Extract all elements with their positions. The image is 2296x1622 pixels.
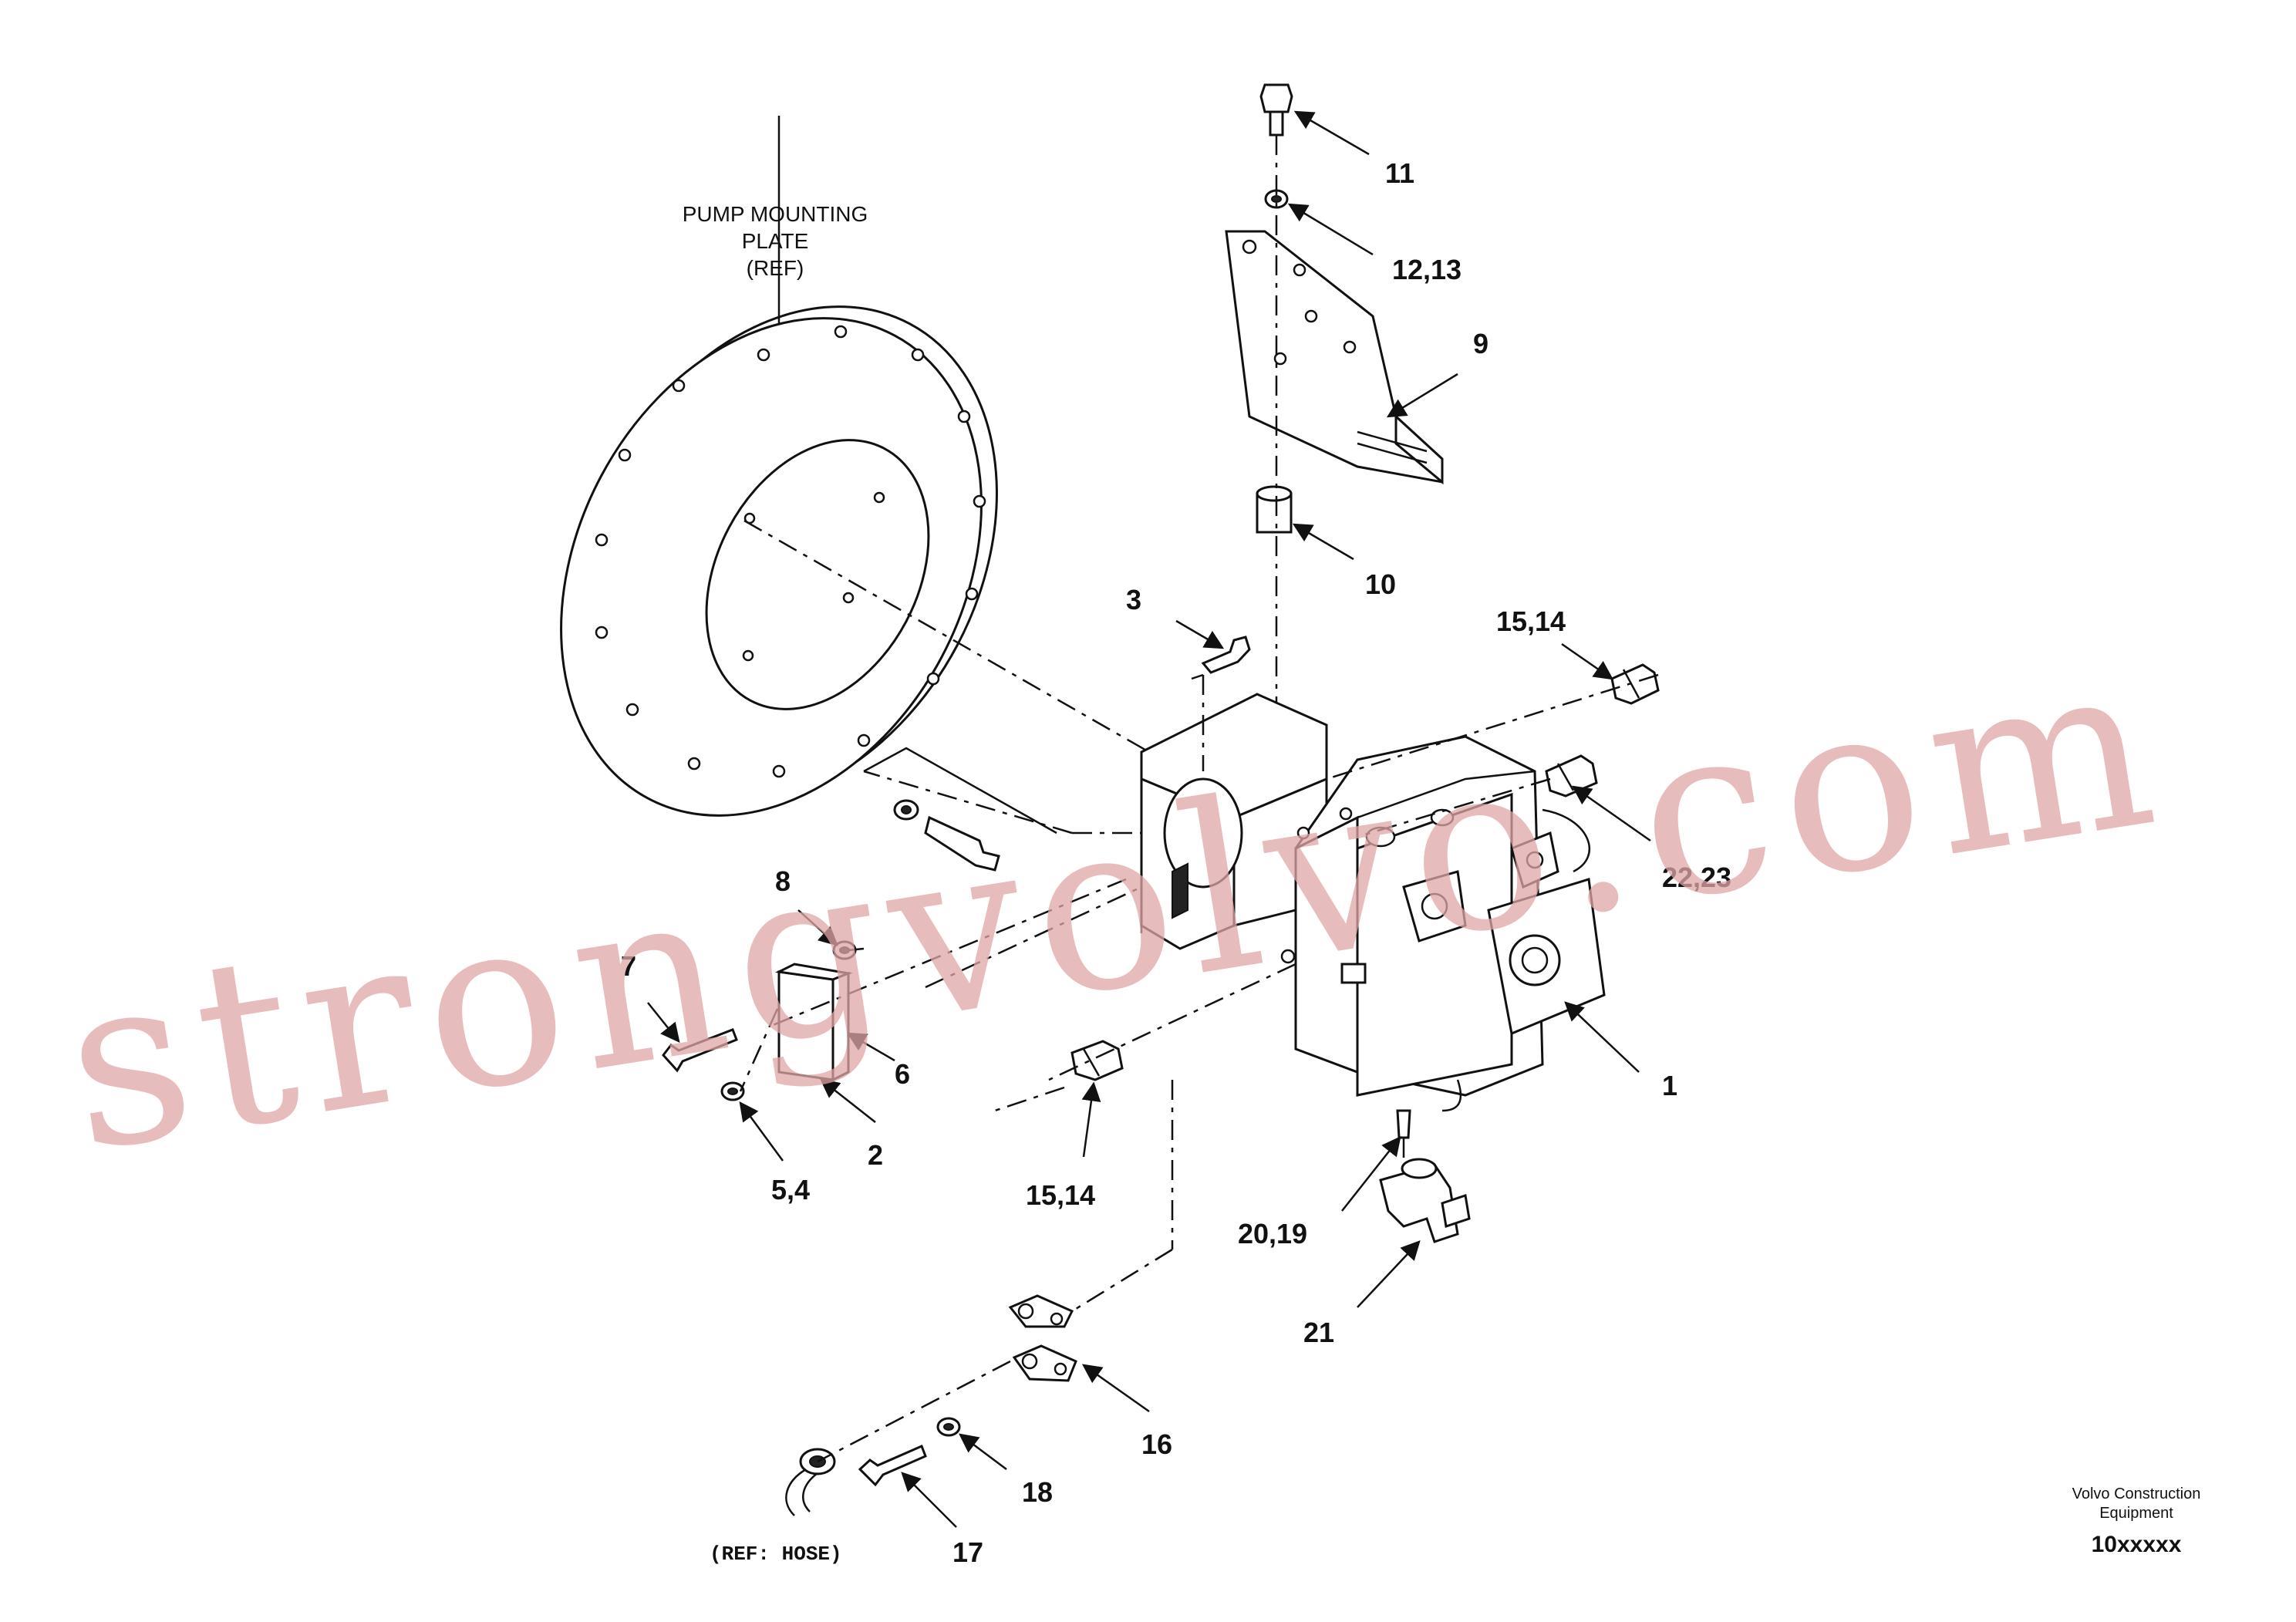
callout-10: 10 <box>1365 568 1396 600</box>
tee-fitting-21 <box>1379 1158 1471 1243</box>
callout-18: 18 <box>1022 1476 1053 1508</box>
drawing-code: 10xxxxx <box>2092 1532 2182 1557</box>
callout-9: 9 <box>1473 328 1489 359</box>
assembly-centerlines <box>739 519 1659 1463</box>
bolt-3 <box>1201 636 1251 674</box>
callout-1: 1 <box>1662 1070 1677 1101</box>
bolt-17 <box>858 1444 927 1487</box>
callout-3: 3 <box>1126 584 1141 615</box>
hose-ref-label: (REF: HOSE) <box>710 1543 842 1566</box>
bolt-11 <box>1259 83 1293 137</box>
leader-lines <box>647 110 1651 1528</box>
hydraulic-pump <box>1140 693 1606 1112</box>
callout-7: 7 <box>621 950 636 982</box>
callout-22-23: 22,23 <box>1662 862 1731 893</box>
watermark: strongvolvo.com <box>49 607 2181 1204</box>
callout-11: 11 <box>1385 157 1414 189</box>
company-name-line2: Equipment <box>2099 1505 2173 1522</box>
fitting-20-19 <box>1396 1109 1411 1139</box>
callout-15-14-upper: 15,14 <box>1496 605 1566 637</box>
plate-label-line2: PLATE <box>742 229 809 253</box>
mounting-bracket <box>1225 230 1444 485</box>
callout-17: 17 <box>952 1536 983 1568</box>
pump-mounting-plate-label: PUMP MOUNTING PLATE (REF) <box>683 202 868 280</box>
callout-21: 21 <box>1303 1317 1334 1348</box>
plate-bolt <box>893 799 1000 872</box>
callout-15-14-lower: 15,14 <box>1026 1179 1095 1211</box>
callout-16: 16 <box>1141 1428 1172 1460</box>
callout-2: 2 <box>868 1139 883 1171</box>
bolt-7 <box>662 1028 738 1073</box>
company-name-line1: Volvo Construction <box>2072 1485 2201 1502</box>
plate-label-line3: (REF) <box>747 256 804 280</box>
flange-halves-16 <box>1008 1294 1077 1382</box>
callout-8: 8 <box>775 865 791 897</box>
footer-block: Volvo Construction Equipment 10xxxxx <box>2072 1485 2201 1557</box>
hose-end <box>785 1448 836 1516</box>
callout-20-19: 20,19 <box>1238 1218 1307 1249</box>
callout-5-4: 5,4 <box>771 1174 810 1206</box>
plate-label-line1: PUMP MOUNTING <box>683 202 868 226</box>
callout-6: 6 <box>895 1058 910 1090</box>
callout-12-13: 12,13 <box>1392 254 1462 285</box>
spacer-10 <box>1256 485 1293 534</box>
pump-mounting-plate <box>560 305 998 817</box>
callout-numbers: 1 2 3 5,4 6 7 8 9 10 11 12,13 15,14 15,1… <box>621 157 1731 1568</box>
clamp-2 <box>775 963 853 1082</box>
